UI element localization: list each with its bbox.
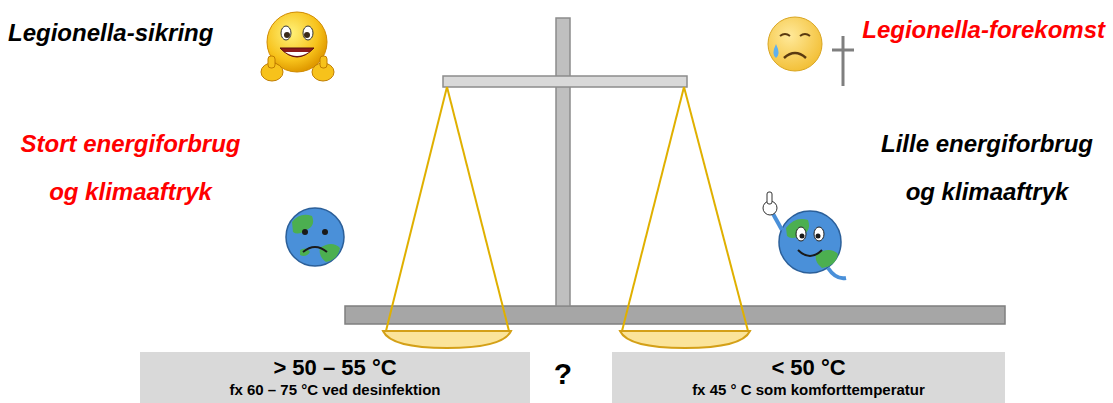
- illustration-part: [386, 87, 447, 331]
- risk-label: Legionella-forekomst: [855, 15, 1105, 45]
- illustration-part: [816, 234, 821, 239]
- benefit-label: Legionella-sikring: [8, 18, 278, 48]
- illustration-part: [383, 331, 511, 348]
- illustration-part: [768, 17, 822, 71]
- illustration-part: [304, 32, 310, 38]
- grave-cross: [832, 36, 854, 86]
- illustration-part: [268, 56, 275, 68]
- illustration-part: [303, 26, 313, 40]
- illustration-part: [556, 18, 570, 306]
- illustration-part: [828, 268, 846, 278]
- illustration-part: [281, 26, 291, 40]
- happy-earth: [763, 192, 846, 278]
- happy-smiley: [261, 12, 334, 81]
- illustration-part: [284, 32, 290, 38]
- temperature-range: > 50 – 55 °C: [146, 355, 524, 381]
- temperature-range: < 50 °C: [618, 355, 999, 381]
- illustration-part: [620, 331, 750, 348]
- illustration-part: [814, 227, 824, 241]
- illustration-part: [780, 34, 790, 36]
- illustration-part: [622, 87, 684, 331]
- illustration-part: [303, 247, 327, 252]
- temperature-example: fx 45 ° C som komforttemperatur: [618, 381, 999, 399]
- illustration-part: [267, 12, 327, 72]
- temperature-example: fx 60 – 75 °C ved desinfektion: [146, 381, 524, 399]
- illustration-part: [800, 34, 810, 36]
- illustration-part: [320, 244, 340, 262]
- sad-earth: [286, 208, 344, 266]
- benefit-label: Lille energiforbrug og klimaaftryk: [867, 120, 1107, 216]
- sad-face: [768, 17, 822, 71]
- illustration-part: [779, 211, 841, 273]
- illustration-part: [800, 234, 805, 239]
- cost-label: Stort energiforbrug og klimaaftryk: [8, 120, 253, 216]
- illustration-part: [684, 87, 748, 331]
- illustration-part: [842, 36, 845, 86]
- illustration-part: [285, 52, 309, 56]
- illustration-part: [447, 87, 509, 331]
- illustration-part: [443, 76, 687, 87]
- illustration-part: [784, 53, 806, 58]
- illustration-part: [320, 56, 327, 68]
- illustration-part: [772, 212, 782, 230]
- illustration-part: [345, 306, 1005, 324]
- illustration-part: [280, 48, 314, 57]
- illustration-part: [832, 49, 854, 52]
- temperature-box: > 50 – 55 °Cfx 60 – 75 °C ved desinfekti…: [140, 352, 530, 403]
- illustration-part: [302, 229, 308, 235]
- illustration-part: [286, 208, 344, 266]
- illustration-part: [774, 44, 779, 58]
- illustration-part: [796, 227, 806, 241]
- question-mark: ?: [548, 356, 578, 392]
- illustration-part: [798, 250, 822, 256]
- illustration-part: [322, 229, 328, 235]
- temperature-box: < 50 °Cfx 45 ° C som komforttemperatur: [612, 352, 1005, 403]
- illustration-part: [767, 192, 772, 204]
